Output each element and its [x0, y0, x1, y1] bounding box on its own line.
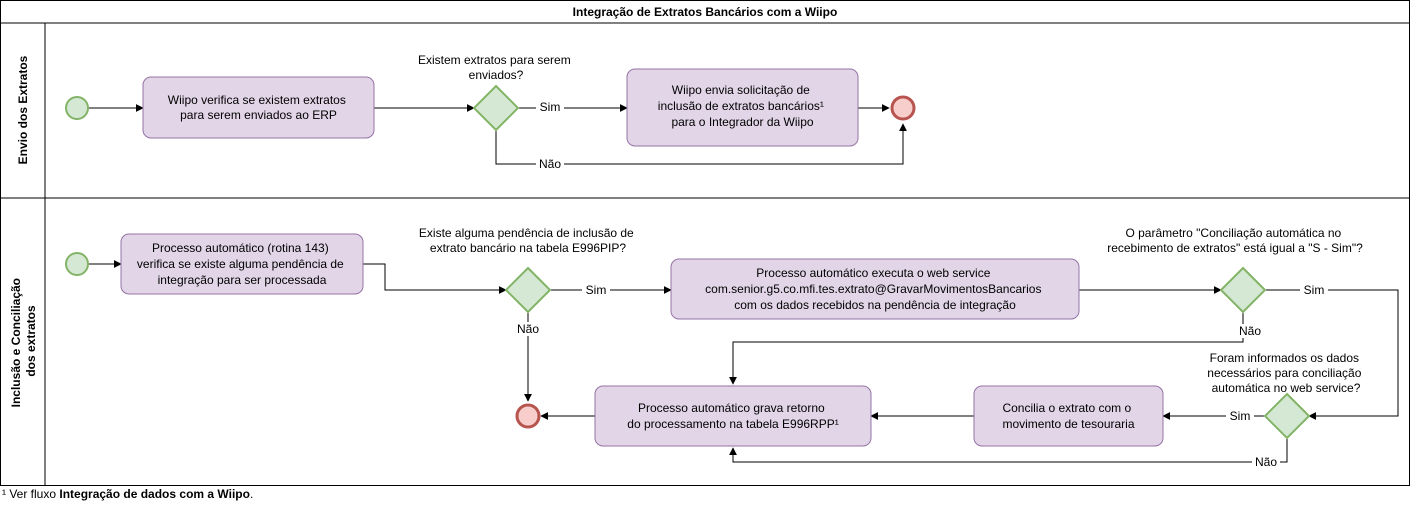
edge-label-sim-3: Sim	[1304, 283, 1325, 297]
task-concilia-text: Concilia o extrato com o movimento de te…	[1002, 401, 1134, 431]
task-wiipo-verifica-text: Wiipo verifica se existem extratos para …	[168, 93, 349, 122]
edge-gateway3-no-to-record	[729, 438, 1288, 463]
edge-label-nao-3: Não	[1239, 324, 1261, 338]
gateway-parametro-question: O parâmetro "Conciliação automática no r…	[1107, 226, 1363, 255]
task-grava-retorno	[594, 385, 872, 447]
edge-label-sim-2: Sim	[586, 283, 607, 297]
footnote-prefix: ¹ Ver fluxo	[2, 487, 60, 501]
task-wiipo-envia	[626, 68, 859, 147]
lane-label-inclusao-line2: dos extratos	[24, 305, 38, 377]
task-webservice-text: Processo automático executa o web servic…	[705, 266, 1045, 312]
label-bg-sim-2	[582, 283, 610, 297]
edge-gateway-no-to-end1	[495, 123, 907, 165]
footnote-link-text: Integração de dados com a Wiipo	[59, 487, 250, 501]
gateway-pendencia	[504, 266, 552, 314]
label-bg-nao-3	[1236, 324, 1264, 338]
task-wiipo-verifica	[142, 76, 375, 139]
edge-process-to-gateway1	[363, 263, 507, 294]
edge-label-nao-1: Não	[539, 157, 561, 171]
task-grava-retorno-text: Processo automático grava retorno do pro…	[627, 401, 838, 431]
start-event-2	[65, 252, 89, 276]
task-processo-automatico-text: Processo automático (rotina 143) verific…	[137, 241, 347, 287]
start-event-1	[65, 96, 89, 120]
task-concilia	[973, 385, 1164, 447]
label-bg-nao-2	[514, 322, 542, 336]
lane-label-inclusao-line1: Inclusão e Conciliação	[9, 278, 23, 407]
label-bg-sim-4	[1226, 409, 1254, 423]
label-bg-sim-3	[1300, 283, 1328, 297]
pool-title: Integração de Extratos Bancários com a W…	[573, 5, 838, 19]
gateway-pendencia-question: Existe alguma pendência de inclusão de e…	[419, 226, 637, 255]
footnote-suffix: .	[249, 487, 254, 501]
task-webservice	[670, 258, 1080, 320]
gateway-dados-conciliacao-question: Foram informados os dados necessários pa…	[1207, 351, 1364, 395]
edge-label-sim-1: Sim	[540, 100, 561, 114]
task-wiipo-envia-text: Wiipo envia solicitação de inclusão de e…	[658, 83, 827, 129]
edge-label-nao-2: Não	[517, 322, 539, 336]
gateway-existem-extratos	[472, 84, 520, 132]
end-event-1	[890, 95, 916, 121]
label-bg-nao-4	[1252, 455, 1280, 469]
gateway-existem-extratos-question: Existem extratos para serem enviados?	[418, 53, 574, 82]
edge-label-nao-4: Não	[1255, 455, 1277, 469]
footnote: ¹ Ver fluxo Integração de dados com a Wi…	[2, 487, 253, 501]
gateway-dados-conciliacao	[1263, 392, 1311, 440]
label-bg-sim-1	[536, 100, 564, 114]
lane-label-envio: Envio dos Extratos	[16, 55, 30, 164]
lane1-connectors	[88, 104, 907, 165]
edge-gateway2-yes-to-gateway3	[1265, 289, 1399, 420]
lane-label-inclusao: Inclusão e Conciliação dos extratos	[9, 275, 38, 408]
end-event-2	[515, 403, 541, 429]
task-processo-automatico	[120, 233, 364, 295]
gateway-parametro	[1219, 266, 1267, 314]
label-bg-nao-1	[536, 157, 564, 171]
edge-label-sim-4: Sim	[1230, 409, 1251, 423]
